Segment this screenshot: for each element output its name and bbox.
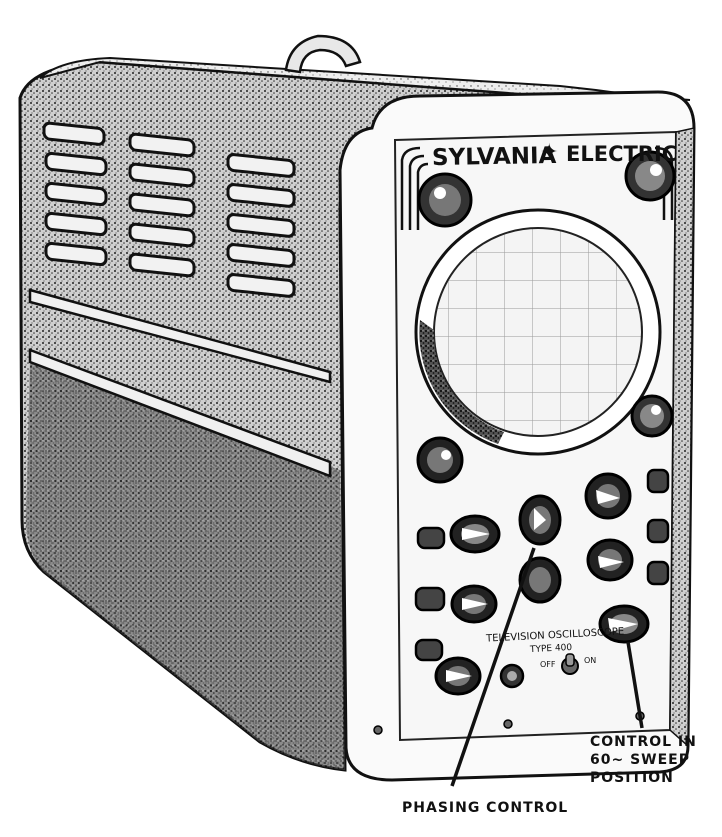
cabinet-side-shadow: [26, 360, 345, 770]
phasing-callout-line: [450, 547, 536, 787]
sweep-callout-line2: 60~ SWEEP: [590, 752, 690, 768]
brand-electric: ELECTRIC: [566, 142, 678, 166]
switch-on-label: ON: [584, 656, 597, 665]
attenuator-knob: [434, 656, 482, 696]
brand-sylvania: SYLVANIA: [431, 142, 557, 172]
switch-off-label: OFF: [540, 660, 556, 669]
sweep-callout-line: [626, 641, 644, 729]
horiz-gain-knob: [586, 538, 634, 582]
vert-gain-knob: [450, 584, 498, 624]
centering-knob: [630, 394, 674, 438]
sweep-position-knob: [598, 604, 650, 644]
sync-selector-knob: [449, 514, 501, 554]
crt-screen: [433, 227, 643, 437]
brand-logo-icon: ✦: [540, 140, 559, 165]
sweep-knob: [518, 556, 562, 604]
sweep-callout-line1: CONTROL IN: [590, 734, 697, 750]
phasing-control-knob: [518, 494, 562, 546]
vent-slots: [42, 121, 296, 298]
intensity-knob: [417, 172, 473, 228]
right-column-knobs: [646, 468, 670, 586]
side-trim-upper: [28, 288, 332, 384]
sweep-callout-line3: POSITION: [590, 770, 674, 786]
crt-bezel-shade: [419, 320, 504, 444]
freq-vernier-knob: [584, 472, 632, 520]
pilot-lamp: [499, 663, 525, 689]
carry-handle: [284, 34, 362, 74]
focus-knob: [624, 150, 676, 202]
power-toggle: [561, 653, 579, 675]
vert-centering-knob: [416, 436, 464, 484]
front-panel-edge: [669, 127, 695, 748]
left-column-jacks: [414, 526, 446, 662]
side-trim-lower: [28, 348, 332, 478]
phasing-callout-label: PHASING CONTROL: [402, 800, 569, 816]
